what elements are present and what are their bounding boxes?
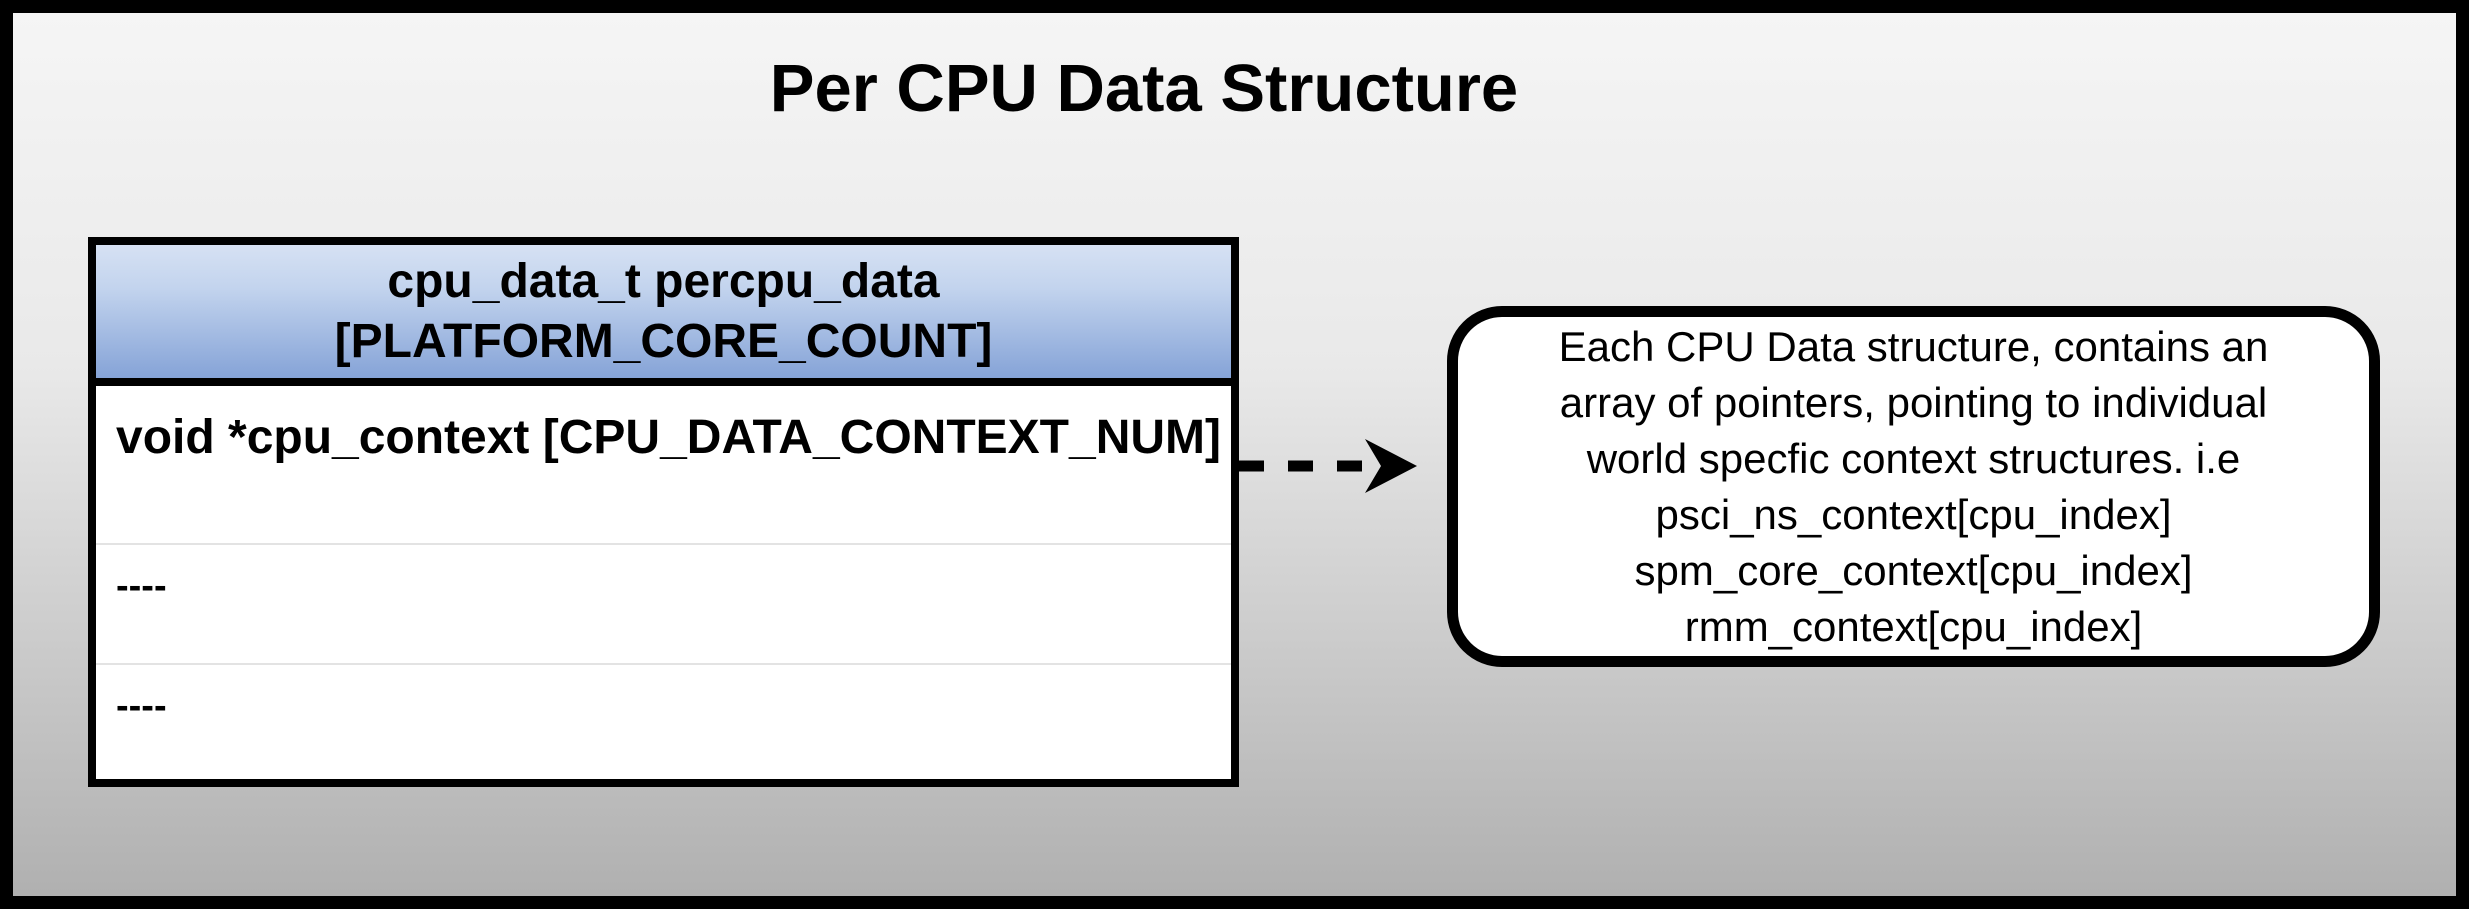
- table-header: cpu_data_t percpu_data [PLATFORM_CORE_CO…: [96, 245, 1231, 386]
- row-label: ----: [116, 685, 167, 727]
- annotation-callout: Each CPU Data structure, contains an arr…: [1447, 306, 2380, 667]
- cpu-data-table: cpu_data_t percpu_data [PLATFORM_CORE_CO…: [88, 237, 1239, 787]
- callout-line: rmm_context[cpu_index]: [1684, 602, 2143, 650]
- callout-line: psci_ns_context[cpu_index]: [1655, 490, 2172, 538]
- diagram-title: Per CPU Data Structure: [769, 51, 1519, 126]
- table-row: ----: [96, 545, 1231, 665]
- callout-line: array of pointers, pointing to individua…: [1559, 378, 2268, 426]
- row-label: void *cpu_context [CPU_DATA_CONTEXT_NUM]: [116, 411, 1221, 464]
- dashed-right-arrow-icon: [1239, 439, 1417, 493]
- row-label: ----: [116, 565, 167, 607]
- table-row: ----: [96, 665, 1231, 779]
- table-header-line1: cpu_data_t percpu_data: [387, 254, 940, 308]
- callout-line: spm_core_context[cpu_index]: [1634, 546, 2193, 594]
- table-row: void *cpu_context [CPU_DATA_CONTEXT_NUM]: [96, 386, 1231, 545]
- callout-line: Each CPU Data structure, contains an: [1558, 322, 2269, 370]
- table-header-line2: [PLATFORM_CORE_COUNT]: [334, 314, 993, 368]
- callout-line: world specfic context structures. i.e: [1586, 434, 2241, 482]
